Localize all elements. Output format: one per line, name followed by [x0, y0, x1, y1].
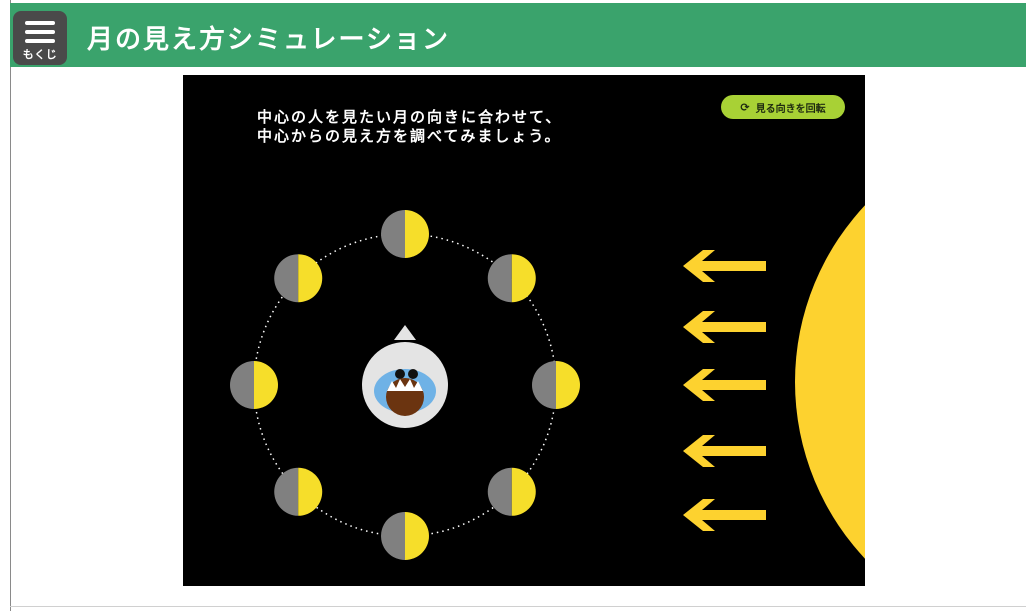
observer-eye-right	[408, 369, 418, 379]
app-frame	[10, 0, 1026, 611]
moon-orbit-diagram	[230, 205, 865, 560]
sunlight-arrow-2	[683, 311, 766, 343]
moon-6[interactable]	[274, 467, 323, 516]
moon-4[interactable]	[487, 467, 536, 516]
app-header: もくじ 月の見え方シミュレーション	[10, 3, 1026, 67]
moon-3[interactable]	[532, 361, 580, 409]
rotate-view-button[interactable]: ⟳ 見る向きを回転	[721, 95, 845, 119]
observer-teeth	[387, 379, 423, 391]
moon-1[interactable]	[381, 210, 429, 258]
moon-7[interactable]	[230, 361, 278, 409]
observer-character[interactable]	[362, 325, 448, 428]
moon-2[interactable]	[487, 254, 536, 303]
instructions-line-1: 中心の人を見たい月の向きに合わせて、	[257, 108, 563, 126]
instructions-line-2: 中心からの見え方を調べてみましょう。	[257, 127, 562, 145]
sunlight-arrows	[683, 250, 766, 531]
moon-5[interactable]	[381, 512, 429, 560]
observer-eye-left	[395, 369, 405, 379]
rotate-view-label: 見る向きを回転	[755, 103, 826, 115]
sunlight-arrow-1	[683, 250, 766, 282]
rotate-icon: ⟳	[740, 100, 750, 114]
sunlight-arrow-3	[683, 369, 766, 401]
sunlight-arrow-5	[683, 499, 766, 531]
simulation-canvas: 中心の人を見たい月の向きに合わせて、 中心からの見え方を調べてみましょう。 ⟳ …	[183, 75, 865, 586]
moons	[230, 210, 580, 560]
sun	[795, 205, 865, 559]
menu-label: もくじ	[22, 48, 58, 61]
menu-button[interactable]: もくじ	[13, 11, 67, 65]
page-title: 月の見え方シミュレーション	[87, 25, 450, 55]
sunlight-arrow-4	[683, 435, 766, 467]
moon-8[interactable]	[274, 254, 323, 303]
instructions-text: 中心の人を見たい月の向きに合わせて、 中心からの見え方を調べてみましょう。	[257, 108, 562, 146]
hamburger-icon	[25, 21, 55, 48]
bottom-divider	[10, 606, 1026, 607]
